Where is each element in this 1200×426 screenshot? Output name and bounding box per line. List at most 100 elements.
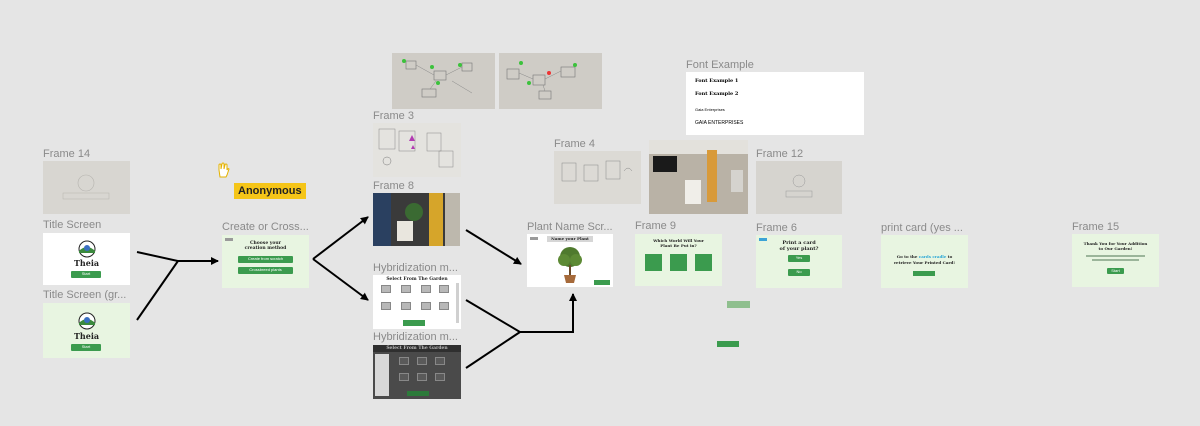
print-card-frame[interactable]: Go to the cards cradle to retrieve Your … [881, 235, 968, 288]
garden-slot[interactable] [401, 285, 411, 293]
frame8-plant [405, 203, 423, 221]
title-start-button[interactable]: Start [71, 271, 101, 278]
frame3[interactable] [373, 123, 461, 177]
hybrid2-frame[interactable]: Select From The Garden [373, 345, 461, 399]
frame8-screen [373, 193, 391, 246]
arrow-frame8-to-plant-name [465, 229, 522, 265]
frame8-wall [445, 193, 460, 246]
sketch-photo-1[interactable] [392, 53, 495, 109]
frame6-heading-2: of your plant? [779, 246, 819, 252]
room-monitor [653, 156, 677, 172]
title-screen-frame[interactable]: Theia Start [43, 233, 130, 285]
create-label[interactable]: Create or Cross... [222, 221, 309, 233]
font-example-label[interactable]: Font Example [686, 59, 754, 71]
garden-slot[interactable] [439, 285, 449, 293]
frame8-label[interactable]: Frame 8 [373, 180, 414, 192]
garden-slot-dark[interactable] [399, 373, 409, 381]
back-icon[interactable] [530, 237, 538, 240]
plant-name-frame[interactable]: Name your Plant [527, 234, 613, 287]
sketch-photo-2[interactable] [499, 53, 602, 109]
garden-slot-dark[interactable] [417, 357, 427, 365]
frame15-label[interactable]: Frame 15 [1072, 221, 1120, 233]
title-gr-start-button[interactable]: Start [71, 344, 101, 351]
hand-cursor-icon [218, 162, 230, 178]
frame14-label[interactable]: Frame 14 [43, 148, 91, 160]
frame6[interactable]: Print a card of your plant? Yes No [756, 235, 842, 288]
hybrid1-scrollbar[interactable] [456, 283, 459, 323]
hybrid1-frame[interactable]: Select From The Garden [373, 275, 461, 329]
loose-button-2[interactable] [717, 341, 739, 347]
create-from-scratch-button[interactable]: Create from scratch [238, 256, 293, 263]
print-yes-button[interactable]: Yes [788, 255, 810, 262]
hybrid2-header [373, 345, 461, 352]
frame9-label[interactable]: Frame 9 [635, 220, 676, 232]
font-example-3: Gaia Enterprises [695, 107, 725, 112]
frame9-heading-1: Which World Will Your [653, 238, 704, 243]
crossbreed-button[interactable]: Crossbreed plants [238, 267, 293, 274]
frame9[interactable]: Which World Will Your Plant Be Put in? [635, 234, 722, 286]
loose-button-1[interactable] [727, 301, 750, 308]
room-door [707, 150, 717, 202]
garden-slot-dark[interactable] [417, 373, 427, 381]
create-heading-1: Choose your [249, 241, 282, 246]
print-no-button[interactable]: No [788, 269, 810, 276]
garden-slot[interactable] [421, 285, 431, 293]
hybrid1-label[interactable]: Hybridization m... [373, 262, 458, 274]
font-example-4: GAIA ENTERPRISES [695, 120, 744, 126]
print-card-line-2: retrieve Your Printed Card! [893, 260, 956, 265]
plant-name-next-button[interactable] [594, 280, 610, 285]
frame15-start-button[interactable]: Start [1107, 268, 1124, 274]
back-icon[interactable] [759, 238, 767, 241]
room-photo[interactable] [649, 140, 748, 214]
frame4[interactable] [554, 151, 641, 204]
garden-slot-dark[interactable] [435, 357, 445, 365]
garden-slot[interactable] [421, 302, 431, 310]
room-sign-board [685, 180, 701, 204]
arrow-title-to-create [136, 251, 218, 321]
font-example-2: Font Example 2 [695, 91, 739, 97]
frame14[interactable] [43, 161, 130, 214]
frame4-label[interactable]: Frame 4 [554, 138, 595, 150]
garden-slot[interactable] [381, 302, 391, 310]
title-screen-label[interactable]: Title Screen [43, 219, 102, 231]
garden-slot[interactable] [401, 302, 411, 310]
title-gr-app-name: Theia [73, 331, 100, 341]
title-screen-gr-frame[interactable]: Theia Start [43, 303, 130, 358]
plant-name-label[interactable]: Plant Name Scr... [527, 221, 613, 233]
hybrid1-submit-button[interactable] [403, 320, 425, 326]
print-card-ok-button[interactable] [913, 271, 935, 276]
print-card-label[interactable]: print card (yes ... [881, 222, 963, 234]
back-icon[interactable] [225, 238, 233, 241]
world-option-3[interactable] [695, 254, 712, 271]
frame4-sketch [561, 160, 633, 182]
plant-name-input[interactable] [547, 236, 593, 242]
hybrid2-submit-button[interactable] [407, 391, 429, 396]
plant-name-header: Name your Plant [551, 236, 589, 241]
create-frame[interactable]: Choose your creation method Create from … [222, 235, 309, 288]
world-option-1[interactable] [645, 254, 662, 271]
room-ceiling [649, 140, 748, 154]
frame12[interactable] [756, 161, 842, 214]
frame12-sketch [785, 174, 813, 198]
frame3-label[interactable]: Frame 3 [373, 110, 414, 122]
hybrid2-side-panel[interactable] [375, 354, 389, 396]
garden-slot[interactable] [381, 285, 391, 293]
font-example-frame[interactable]: Font Example 1 Font Example 2 Gaia Enter… [686, 72, 864, 135]
frame12-label[interactable]: Frame 12 [756, 148, 804, 160]
frame15-subtext [1092, 259, 1139, 261]
print-card-line1-post: to [946, 254, 953, 259]
frame15[interactable]: Thank You for Your Addition to Our Garde… [1072, 234, 1159, 287]
hybrid2-heading: Select From The Garden [386, 346, 448, 351]
garden-slot[interactable] [439, 302, 449, 310]
hybrid1-heading: Select From The Garden [386, 277, 448, 282]
frame6-label[interactable]: Frame 6 [756, 222, 797, 234]
title-screen-gr-label[interactable]: Title Screen (gr... [43, 289, 127, 301]
garden-slot-dark[interactable] [435, 373, 445, 381]
frame8[interactable] [373, 193, 460, 246]
print-card-link[interactable]: cards cradle [918, 254, 947, 259]
frame9-heading-2: Plant Be Put in? [660, 243, 697, 248]
hybrid2-label[interactable]: Hybridization m... [373, 331, 458, 343]
garden-slot-dark[interactable] [399, 357, 409, 365]
world-option-2[interactable] [670, 254, 687, 271]
frame3-sketch [378, 128, 454, 168]
